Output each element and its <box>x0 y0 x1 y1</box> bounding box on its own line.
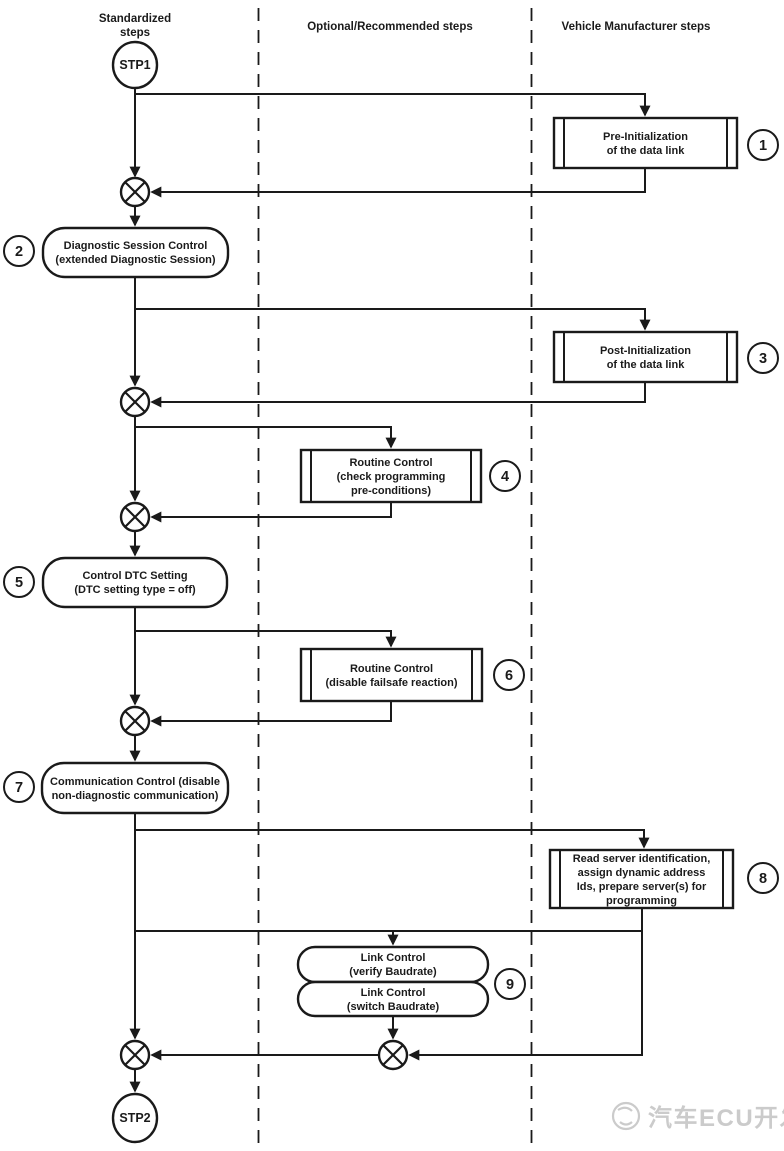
box8-label-line4: programming <box>606 895 677 907</box>
merge-junction-icon <box>119 501 151 533</box>
step-number-2-label: 2 <box>15 244 23 260</box>
merge-junction-icon <box>119 1039 151 1071</box>
process-box-routine-control-preconditions: Routine Control (check programming pre-c… <box>299 448 483 504</box>
terminal-end: STP2 <box>111 1092 159 1144</box>
box9b-label-line2: (switch Baudrate) <box>347 1001 440 1013</box>
process-box-routine-control-failsafe: Routine Control (disable failsafe reacti… <box>299 647 484 703</box>
process-box-read-server-identification: Read server identification, assign dynam… <box>548 848 735 910</box>
process-box-link-control-verify: Link Control (verify Baudrate) <box>296 945 490 984</box>
step-number-9-label: 9 <box>506 977 514 993</box>
merge-junction-icon <box>119 386 151 418</box>
step-number-6: 6 <box>493 659 525 691</box>
process-box-control-dtc-setting: Control DTC Setting (DTC setting type = … <box>41 556 229 609</box>
box6-label-line1: Routine Control <box>350 663 433 675</box>
box9a-label-line2: (verify Baudrate) <box>349 966 437 978</box>
box4-label-line3: pre-conditions) <box>351 485 431 497</box>
process-box-post-initialization: Post-Initialization of the data link <box>552 330 739 384</box>
process-box-diagnostic-session-control: Diagnostic Session Control (extended Dia… <box>41 226 230 279</box>
box9b-label-line1: Link Control <box>361 987 426 999</box>
process-box-pre-initialization: Pre-Initialization of the data link <box>552 116 739 170</box>
box5-label-line2: (DTC setting type = off) <box>74 584 196 596</box>
step-number-4-label: 4 <box>501 469 509 485</box>
step-number-1: 1 <box>747 129 779 161</box>
edge-branch-to-box3 <box>135 308 651 331</box>
step-number-3: 3 <box>747 342 779 374</box>
merge-junction-icon <box>119 705 151 737</box>
terminal-start-shape <box>111 40 159 90</box>
box7-label-line1: Communication Control (disable <box>50 776 220 788</box>
box1-label-line1: Pre-Initialization <box>603 131 688 143</box>
box2-label-line1: Diagnostic Session Control <box>64 240 208 252</box>
box7-label-line2: non-diagnostic communication) <box>52 790 219 802</box>
edge-box1-return <box>150 168 646 198</box>
step-number-3-label: 3 <box>759 351 767 367</box>
step-number-5-label: 5 <box>15 575 23 591</box>
step-number-7: 7 <box>3 771 35 803</box>
flow-connectors <box>129 88 651 1093</box>
column-header-optional: Optional/Recommended steps <box>307 21 473 33</box>
step-number-9: 9 <box>494 968 526 1000</box>
step-number-1-label: 1 <box>759 138 767 154</box>
edge-branch-to-box8 <box>135 829 650 849</box>
box3-label-line1: Post-Initialization <box>600 345 691 357</box>
watermark: 汽车ECU开发 <box>611 1101 784 1132</box>
box8-label-line1: Read server identification, <box>573 853 711 865</box>
step-number-8: 8 <box>747 862 779 894</box>
box3-label-line2: of the data link <box>607 359 686 371</box>
watermark-text: 汽车ECU开发 <box>648 1104 784 1132</box>
terminal-start-label: STP1 <box>119 58 150 72</box>
step-number-4: 4 <box>489 460 521 492</box>
step-number-7-label: 7 <box>15 780 23 796</box>
column-header-standardized-line2: steps <box>120 27 150 39</box>
edge-box8-to-junction5 <box>408 908 643 1061</box>
step-number-2: 2 <box>3 235 35 267</box>
column-header-standardized-line1: Standardized <box>99 13 171 25</box>
terminal-end-shape <box>111 1092 159 1144</box>
box2-label-line2: (extended Diagnostic Session) <box>55 254 215 266</box>
merge-junction-icon <box>377 1039 409 1071</box>
edge-box4-return <box>150 502 392 523</box>
terminal-end-label: STP2 <box>119 1111 150 1125</box>
box4-label-line1: Routine Control <box>349 457 432 469</box>
merge-junction-icon <box>119 176 151 208</box>
watermark-logo-icon <box>611 1101 641 1131</box>
box5-label-line1: Control DTC Setting <box>82 570 187 582</box>
box9a-label-line1: Link Control <box>361 952 426 964</box>
edge-branch-to-box6 <box>135 630 397 648</box>
edge-branch-to-box1 <box>135 93 651 117</box>
process-box-link-control-switch: Link Control (switch Baudrate) <box>296 980 490 1018</box>
box1-label-line2: of the data link <box>607 145 686 157</box>
watermark-logo-detail <box>617 1106 633 1126</box>
step-number-8-label: 8 <box>759 871 767 887</box>
edge-branch-to-box4 <box>135 426 397 449</box>
terminal-start: STP1 <box>111 40 159 90</box>
column-header-manufacturer: Vehicle Manufacturer steps <box>562 21 711 33</box>
process-box-communication-control: Communication Control (disable non-diagn… <box>40 761 230 815</box>
edge-box3-return <box>150 382 646 408</box>
step-number-5: 5 <box>3 566 35 598</box>
edge-box6-return <box>150 701 392 727</box>
box4-label-line2: (check programming <box>337 471 446 483</box>
step-number-6-label: 6 <box>505 668 513 684</box>
box8-label-line2: assign dynamic address <box>578 867 706 879</box>
box6-label-line2: (disable failsafe reaction) <box>325 677 457 689</box>
box8-label-line3: Ids, prepare server(s) for <box>577 881 707 893</box>
